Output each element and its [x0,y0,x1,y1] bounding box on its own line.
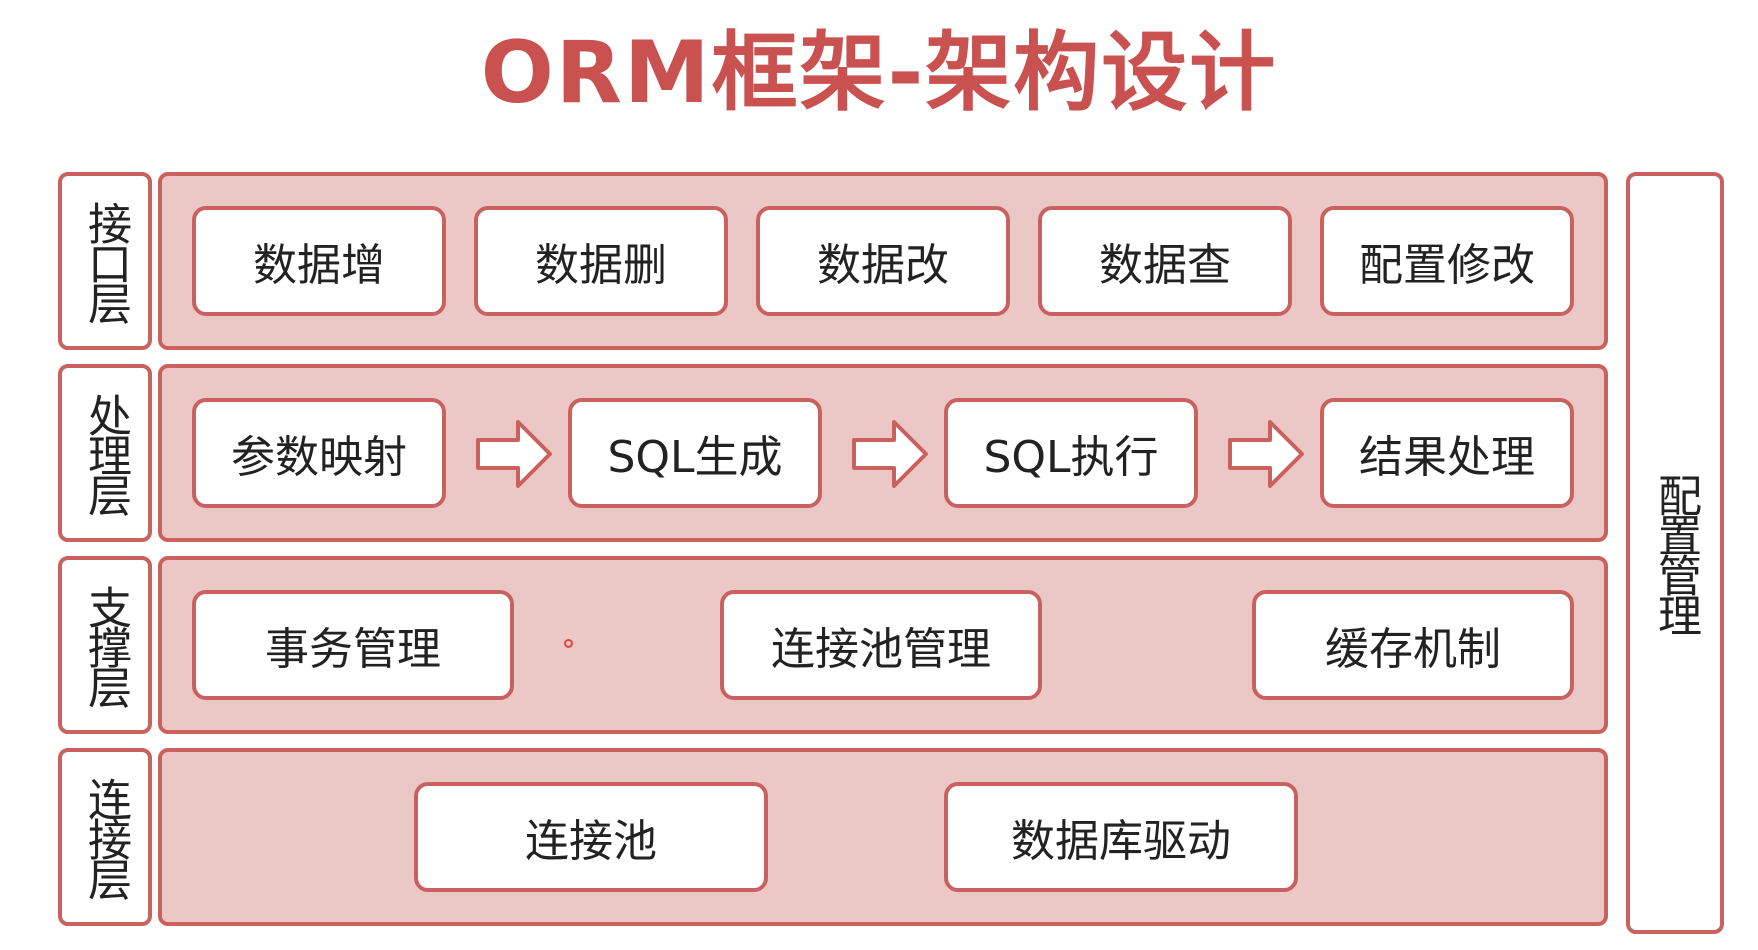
box-connection-pool: 连接池 [414,782,768,892]
box-sql-execute: SQL执行 [944,398,1198,508]
arrow-right-icon [476,420,552,488]
layer-label-processing-text: 处理层 [80,393,131,513]
layer-label-interface: 接口层 [58,172,152,350]
box-db-driver: 数据库驱动 [944,782,1298,892]
layer-band-interface: 数据增 数据删 数据改 数据查 配置修改 [158,172,1608,350]
layer-label-connection-text: 连接层 [80,777,131,897]
layer-band-processing: 参数映射 SQL生成 SQL执行 结果处理 [158,364,1608,542]
box-delete: 数据删 [474,206,728,316]
box-sql-generate: SQL生成 [568,398,822,508]
layer-label-interface-text: 接口层 [80,201,131,321]
box-create: 数据增 [192,206,446,316]
page-title: ORM框架-架构设计 [480,23,1278,123]
box-update: 数据改 [756,206,1010,316]
arrow-right-icon [1228,420,1304,488]
layer-label-processing: 处理层 [58,364,152,542]
box-param-mapping: 参数映射 [192,398,446,508]
arrow-right-icon [852,420,928,488]
box-cache: 缓存机制 [1252,590,1574,700]
cursor-dot [564,639,573,648]
box-pool-management: 连接池管理 [720,590,1042,700]
config-management-panel: 配置管理 [1626,172,1724,934]
box-config-modify: 配置修改 [1320,206,1574,316]
box-transaction: 事务管理 [192,590,514,700]
layer-label-support-text: 支撑层 [80,585,131,705]
layer-band-connection: 连接池 数据库驱动 [158,748,1608,926]
layer-label-support: 支撑层 [58,556,152,734]
box-result-handle: 结果处理 [1320,398,1574,508]
layer-band-support: 事务管理 连接池管理 缓存机制 [158,556,1608,734]
config-management-label: 配置管理 [1650,473,1701,633]
box-query: 数据查 [1038,206,1292,316]
layer-label-connection: 连接层 [58,748,152,926]
